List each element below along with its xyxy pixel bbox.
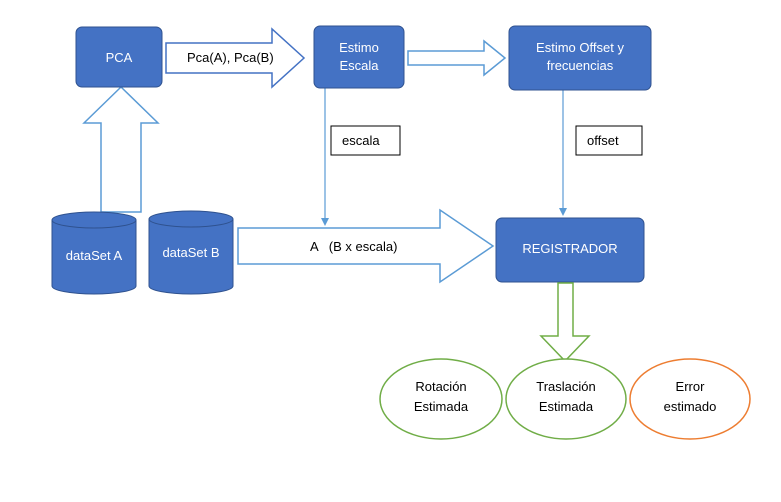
offset-label-box <box>575 125 643 156</box>
error-ellipse <box>629 358 751 440</box>
arrow-registrador-to-outputs <box>539 282 591 363</box>
label-dataset-to-registrador: A (B x escala) <box>310 239 397 254</box>
registrador-box <box>495 217 645 283</box>
error-line2: estimado <box>664 399 717 414</box>
estimo-offset-box <box>508 25 652 91</box>
label-pca-to-escala: Pca(A), Pca(B) <box>187 50 274 65</box>
estimo-escala-line1: Estimo <box>339 40 379 55</box>
rotacion-line1: Rotación <box>415 379 466 394</box>
estimo-escala-box <box>313 25 405 89</box>
estimo-escala-line2: Escala <box>339 58 379 73</box>
pca-label: PCA <box>106 50 133 65</box>
registrador-label: REGISTRADOR <box>522 241 617 256</box>
dataset-b-label: dataSet B <box>162 245 219 260</box>
traslacion-line2: Estimada <box>539 399 594 414</box>
escala-label-box <box>330 125 401 156</box>
arrow-escala-to-offset <box>407 39 507 77</box>
rotacion-ellipse <box>379 358 503 440</box>
rotacion-line2: Estimada <box>414 399 469 414</box>
dataset-b-cylinder <box>148 210 234 295</box>
traslacion-line1: Traslación <box>536 379 595 394</box>
traslacion-ellipse <box>505 358 627 440</box>
offset-label: offset <box>587 133 619 148</box>
arrow-offset-down-head <box>559 208 567 216</box>
error-line1: Error <box>676 379 706 394</box>
estimo-offset-line1: Estimo Offset y <box>536 40 624 55</box>
arrow-escala-down-head <box>321 218 329 226</box>
arrow-pca-to-escala <box>165 27 306 89</box>
dataset-a-cylinder <box>51 211 137 295</box>
escala-label: escala <box>342 133 380 148</box>
estimo-offset-line2: frecuencias <box>547 58 614 73</box>
arrow-datasets-to-pca <box>82 85 160 213</box>
pca-box <box>75 26 163 88</box>
arrow-datasets-to-registrador <box>237 208 495 284</box>
dataset-a-label: dataSet A <box>66 248 123 263</box>
